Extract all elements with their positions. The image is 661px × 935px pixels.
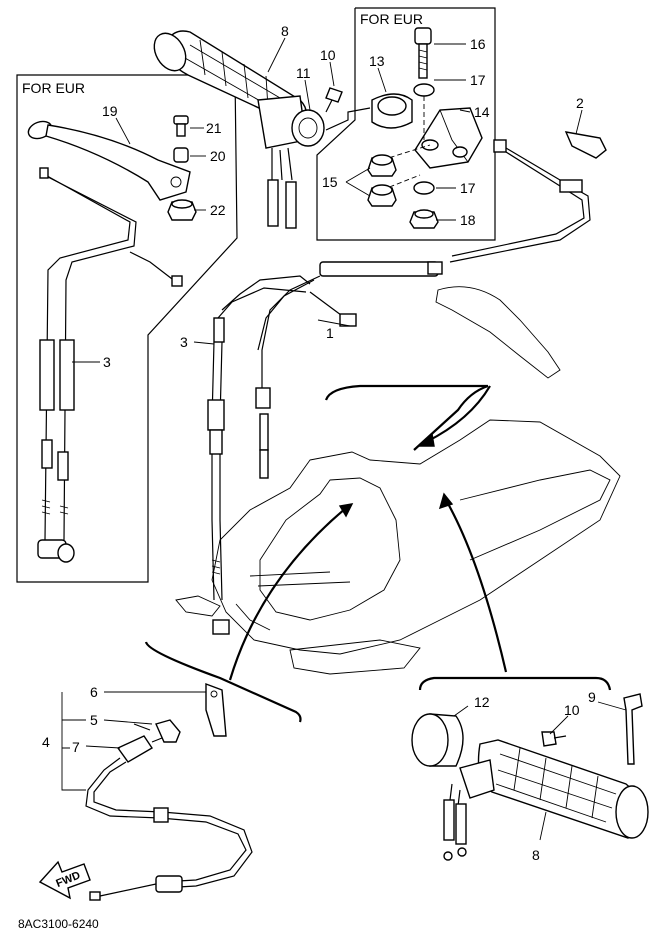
- part-label-17-top: 17: [470, 72, 486, 88]
- collar-12: [411, 713, 464, 767]
- kill-switch-cable-4: [85, 757, 253, 901]
- drawing-code: 8AC3100-6240: [18, 917, 99, 931]
- screw-10-top: [325, 87, 343, 103]
- part-label-14: 14: [474, 104, 490, 120]
- leader-lines: [61, 37, 627, 841]
- part-label-7: 7: [72, 739, 80, 755]
- part-label-12: 12: [474, 694, 490, 710]
- bracket-14: [414, 107, 483, 169]
- collar-20: [173, 147, 189, 163]
- bracket-line-left: [144, 641, 302, 723]
- part-label-10-bottom: 10: [564, 702, 580, 718]
- nut-18: [409, 209, 439, 229]
- screw-16: [414, 27, 432, 79]
- center-cable-1: [255, 261, 443, 479]
- part-label-9: 9: [588, 689, 596, 705]
- collar-11: [291, 109, 325, 147]
- screw-10-bottom: [541, 731, 567, 747]
- part-label-17-bottom: 17: [460, 180, 476, 196]
- panel-header-left: FOR EUR: [22, 80, 85, 96]
- nut-5: [155, 719, 181, 743]
- part-label-21: 21: [206, 120, 222, 136]
- throttle-cable-2: [449, 131, 607, 263]
- panel-header-right: FOR EUR: [360, 11, 423, 27]
- center-cable-3: [207, 275, 311, 635]
- bracket-6: [205, 682, 227, 737]
- part-label-18: 18: [460, 212, 476, 228]
- arrow-lower-left: [228, 507, 347, 681]
- washer-17-top: [413, 83, 435, 97]
- screw-21: [173, 115, 189, 137]
- part-label-19: 19: [102, 103, 118, 119]
- arrow-lower-right: [445, 499, 508, 673]
- part-label-8-top: 8: [281, 23, 289, 39]
- part-label-8-bottom: 8: [532, 847, 540, 863]
- part-label-13: 13: [369, 53, 385, 69]
- part-label-3-center: 3: [180, 334, 188, 350]
- throttle-grip-top: [153, 30, 308, 229]
- part-label-5: 5: [90, 712, 98, 728]
- part-label-15: 15: [322, 174, 338, 190]
- switch-7: [116, 735, 163, 763]
- nut-15a: [367, 154, 397, 177]
- fwd-arrow-icon: FWD: [38, 860, 91, 900]
- nut-15b: [367, 184, 397, 207]
- part-label-16: 16: [470, 36, 486, 52]
- part-label-10-top: 10: [320, 47, 336, 63]
- snowmobile-body: [175, 384, 621, 675]
- part-label-6: 6: [90, 684, 98, 700]
- part-label-22: 22: [210, 202, 226, 218]
- left-eur-panel-frame: [16, 74, 238, 583]
- part-label-3-left: 3: [103, 354, 111, 370]
- part-label-1: 1: [326, 325, 334, 341]
- nut-22: [167, 199, 197, 221]
- part-label-4: 4: [42, 734, 50, 750]
- left-cable-set-3: [37, 167, 183, 563]
- part-label-2: 2: [576, 95, 584, 111]
- ghost-lever-outline: [435, 286, 561, 379]
- part-label-11: 11: [296, 65, 311, 81]
- brake-lever-19: [27, 120, 191, 201]
- right-eur-panel-frame: [316, 7, 496, 241]
- cable-tie-9: [623, 693, 643, 765]
- arrow-upper: [425, 385, 491, 443]
- throttle-grip-bottom: [443, 739, 649, 861]
- washer-17-bottom: [413, 181, 435, 195]
- part-label-20: 20: [210, 148, 226, 164]
- bracket-line-right: [418, 676, 612, 691]
